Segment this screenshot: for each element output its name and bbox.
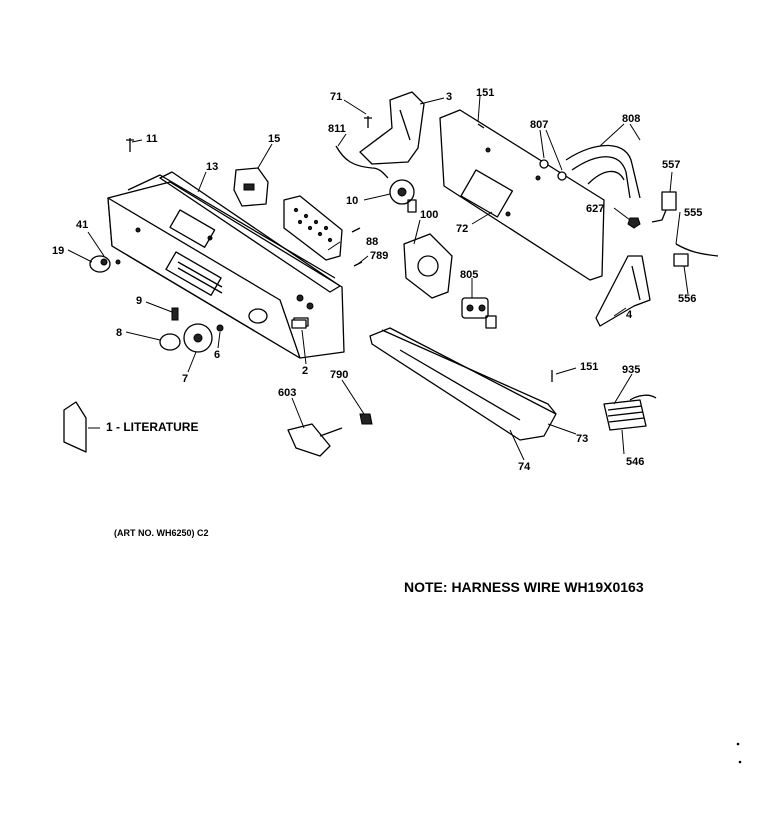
lens-part-2 [291, 319, 307, 329]
spring-part-9 [171, 307, 179, 321]
screw-71 [364, 116, 372, 128]
harness-part-546 [603, 394, 657, 431]
label-3: 3 [446, 91, 452, 103]
label-790: 790 [330, 369, 348, 381]
label-9: 9 [136, 295, 142, 307]
label-41: 41 [76, 219, 88, 231]
label-546: 546 [626, 456, 644, 468]
label-15: 15 [268, 133, 280, 145]
harness-note: NOTE: HARNESS WIRE WH19X0163 [404, 579, 644, 595]
label-807: 807 [530, 119, 548, 131]
grommets-part-807 [539, 159, 567, 181]
knob-part-8 [159, 333, 181, 351]
screw-88 [351, 227, 361, 233]
screw-151-upper [477, 123, 485, 129]
label-2: 2 [302, 365, 308, 377]
label-13: 13 [206, 161, 218, 173]
knob-part-19 [89, 255, 111, 273]
label-151-upper: 151 [476, 87, 494, 99]
part-790 [359, 413, 373, 425]
hoses-part-808 [565, 144, 641, 199]
stray-mark [736, 742, 740, 746]
label-100: 100 [420, 209, 438, 221]
label-789: 789 [370, 250, 388, 262]
label-11: 11 [146, 133, 158, 145]
nut-part-627 [627, 217, 641, 229]
switch-part-15 [233, 167, 269, 207]
end-cap-part-3 [359, 91, 425, 165]
label-557: 557 [662, 159, 680, 171]
label-808: 808 [622, 113, 640, 125]
rail-part-74 [369, 327, 557, 441]
clip-part-41 [115, 259, 121, 265]
dial-part-7 [183, 323, 213, 353]
label-555: 555 [684, 207, 702, 219]
callout-labels: 71 3 151 807 808 811 11 15 13 557 10 627… [52, 87, 702, 473]
stray-mark [738, 760, 742, 764]
art-number: (ART NO. WH6250) C2 [114, 528, 209, 538]
label-603: 603 [278, 387, 296, 399]
screw-part-11 [126, 138, 134, 152]
timer-part-100 [403, 233, 453, 299]
label-7: 7 [182, 373, 188, 385]
label-151-lower: 151 [580, 361, 598, 373]
label-19: 19 [52, 245, 64, 257]
label-935: 935 [622, 364, 640, 376]
label-6: 6 [214, 349, 220, 361]
control-board-part-88 [283, 195, 343, 261]
connector-part-556 [673, 243, 719, 267]
bracket-part-603 [287, 423, 343, 457]
literature-label: 1 - LITERATURE [106, 420, 198, 434]
label-8: 8 [116, 327, 122, 339]
end-cap-part-4 [595, 255, 651, 327]
pressure-switch-part-10 [389, 179, 417, 213]
label-73: 73 [576, 433, 588, 445]
backsplash-panel-part-72 [439, 109, 605, 281]
console-back-frame [159, 171, 341, 293]
label-805: 805 [460, 269, 478, 281]
switch-part-557 [651, 191, 677, 223]
label-88: 88 [366, 236, 378, 248]
label-556: 556 [678, 293, 696, 305]
water-valve-part-805 [461, 297, 497, 329]
clip-part-6 [216, 324, 224, 332]
label-811: 811 [328, 123, 346, 135]
label-10: 10 [346, 195, 358, 207]
literature-icon [63, 401, 87, 453]
leader-lines [67, 95, 689, 461]
label-71: 71 [330, 91, 342, 103]
label-74: 74 [518, 461, 531, 473]
wire-harness-part-811 [335, 145, 389, 179]
label-627: 627 [586, 203, 604, 215]
label-72: 72 [456, 223, 468, 235]
label-4: 4 [626, 309, 633, 321]
